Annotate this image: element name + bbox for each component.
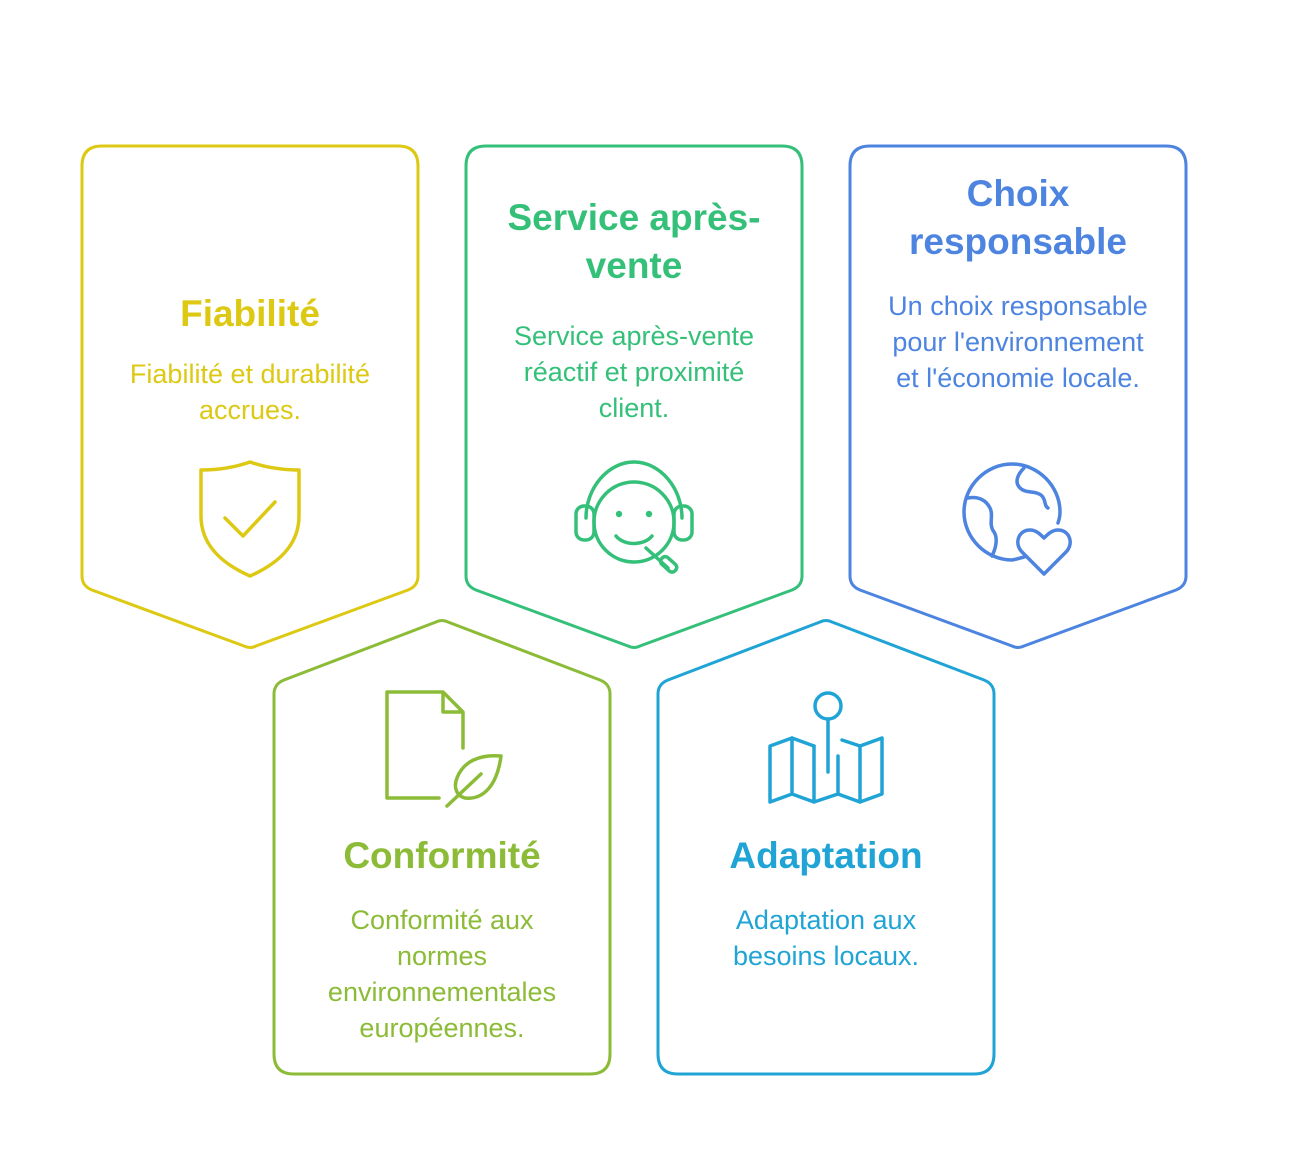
card-frame [80, 144, 420, 649]
card-description: Adaptation aux besoins locaux. [732, 905, 920, 971]
card-frame [272, 619, 612, 1076]
card-title: Adaptation [729, 835, 923, 876]
card-title: Fiabilité [180, 293, 320, 334]
card-title: Service après-vente [507, 197, 761, 286]
card-frame [656, 619, 996, 1076]
shield-check-icon [80, 458, 420, 580]
card-description: Conformité aux normes environnementales … [327, 905, 557, 1043]
card-frame [464, 144, 804, 649]
card-fiabilite: Fiabilité Fiabilité et durabilité accrue… [80, 144, 420, 650]
card-service: Service après-vente Service après-vente … [464, 144, 804, 650]
map-pin-icon [656, 690, 996, 810]
card-adaptation: Adaptation Adaptation aux besoins locaux… [656, 618, 996, 1076]
card-description: Fiabilité et durabilité accrues. [129, 359, 371, 425]
globe-heart-icon [848, 456, 1188, 580]
card-title: Conformité [343, 835, 541, 876]
card-conformite: Conformité Conformité aux normes environ… [272, 618, 612, 1076]
card-frame [848, 144, 1188, 649]
card-title: Choix responsable [909, 173, 1127, 262]
card-description: Un choix responsable pour l'environnemen… [888, 291, 1148, 393]
support-agent-icon [464, 456, 804, 580]
card-choix: Choix responsable Un choix responsable p… [848, 144, 1188, 650]
document-leaf-icon [272, 688, 612, 812]
card-description: Service après-vente réactif et proximité… [513, 321, 755, 423]
